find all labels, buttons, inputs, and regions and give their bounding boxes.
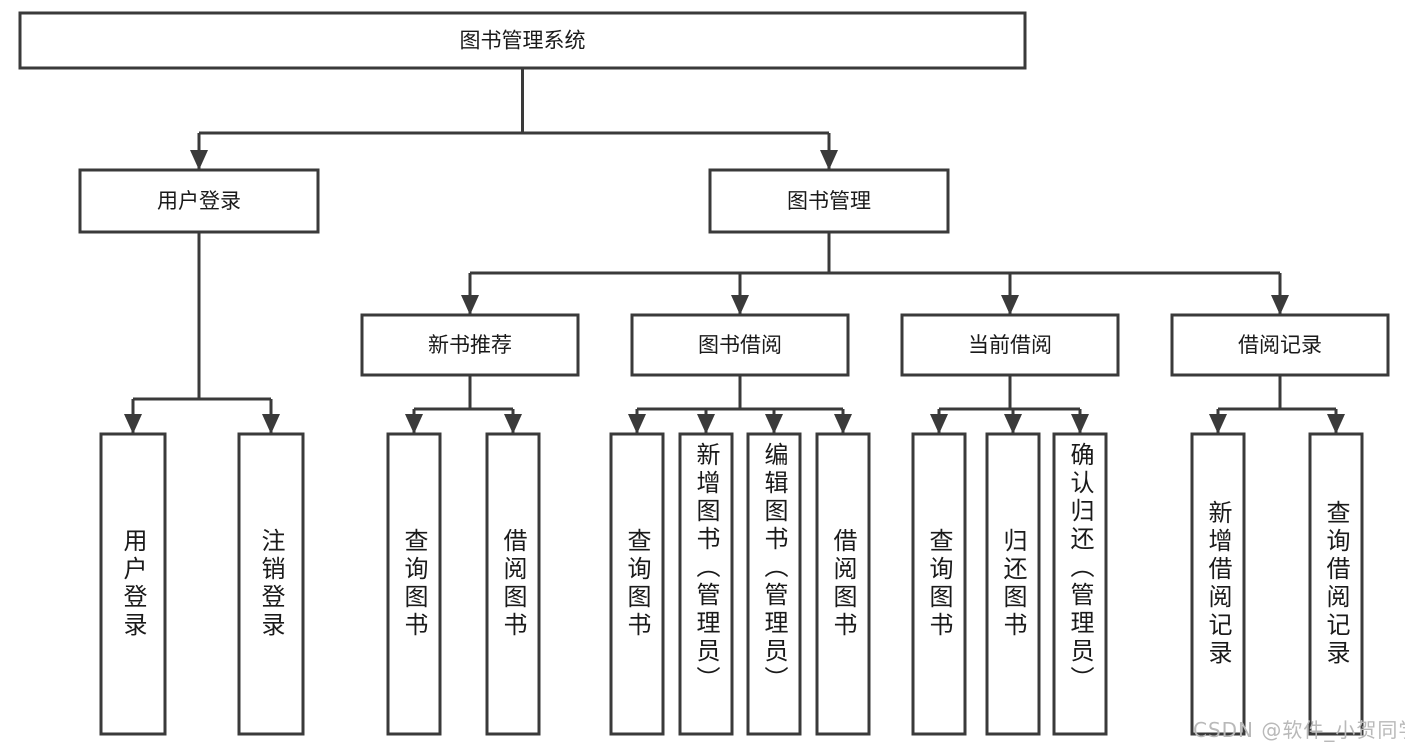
node-l2-0[interactable]: 用户登录 [78,168,320,234]
leaf-box-4[interactable] [609,432,665,736]
arrowhead-icon [504,414,522,434]
leaf-box-5[interactable] [678,432,734,736]
leaf-box-1[interactable] [237,432,305,736]
leaf-box-0[interactable] [99,432,167,736]
node-label: 借阅记录 [1238,333,1322,357]
arrowhead-icon [1071,414,1089,434]
arrowhead-icon [930,414,948,434]
node-l3-2[interactable]: 当前借阅 [900,313,1120,377]
arrowhead-icon [1327,414,1345,434]
arrowhead-icon [820,150,838,170]
leaf-box-11[interactable] [1190,432,1246,736]
arrowhead-icon [190,150,208,170]
leaf-box-2[interactable] [386,432,442,736]
leaf-box-12[interactable] [1308,432,1364,736]
node-label: 图书管理 [787,189,871,213]
node-l2-1[interactable]: 图书管理 [708,168,950,234]
node-label: 用户登录 [157,189,241,213]
arrowhead-icon [731,295,749,315]
node-l3-1[interactable]: 图书借阅 [630,313,850,377]
arrowhead-icon [1004,414,1022,434]
csdn-watermark: CSDN @软件_小贺同学 [1193,718,1405,742]
leaf-box-10[interactable] [1052,432,1108,736]
arrowhead-icon [834,414,852,434]
leaf-box-9[interactable] [985,432,1041,736]
leaf-box-8[interactable] [911,432,967,736]
arrowhead-icon [405,414,423,434]
connectors-layer [124,68,1345,434]
arrowhead-icon [461,295,479,315]
leaf-box-6[interactable] [746,432,802,736]
node-label: 新书推荐 [428,333,512,357]
arrowhead-icon [1271,295,1289,315]
arrowhead-icon [765,414,783,434]
arrowhead-icon [628,414,646,434]
arrowhead-icon [262,414,280,434]
arrowhead-icon [697,414,715,434]
node-label: 图书借阅 [698,333,782,357]
arrowhead-icon [124,414,142,434]
arrowhead-icon [1001,295,1019,315]
leaf-box-7[interactable] [815,432,871,736]
node-label: 当前借阅 [968,333,1052,357]
leaf-box-3[interactable] [485,432,541,736]
node-l3-3[interactable]: 借阅记录 [1170,313,1390,377]
node-l3-0[interactable]: 新书推荐 [360,313,580,377]
arrowhead-icon [1209,414,1227,434]
node-root-图书管理系统[interactable]: 图书管理系统 [18,11,1027,70]
node-label: 图书管理系统 [460,29,586,53]
